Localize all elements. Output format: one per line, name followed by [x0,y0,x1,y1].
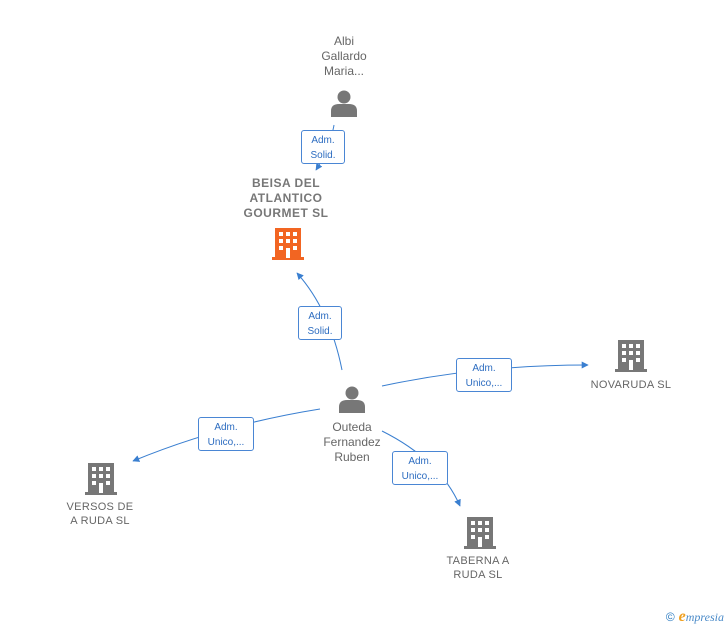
edge-label-role: Adm. [214,422,238,433]
brand-logo: empresia [678,608,724,625]
edge-label-role-detail: Unico,... [207,437,245,448]
edge-label-role-detail: Unico,... [401,471,439,482]
edge-label-role-detail: Unico,... [465,378,503,389]
edge-label-role-detail: Solid. [307,326,333,337]
edge-label-role: Adm. [308,311,332,322]
edge-label-outeda-versos[interactable]: Adm. Unico,... [198,417,254,451]
edge-label-outeda-beisa[interactable]: Adm. Solid. [298,306,342,340]
edge-label-role: Adm. [472,363,496,374]
edge-label-role-detail: Solid. [310,150,336,161]
edge-label-role: Adm. [311,135,335,146]
edge-label-role: Adm. [408,456,432,467]
edge-label-albi-beisa[interactable]: Adm. Solid. [301,130,345,164]
building-icon[interactable] [464,517,496,549]
node-label-versos[interactable]: VERSOS DE A RUDA SL [66,501,134,527]
node-label-beisa[interactable]: BEISA DEL ATLANTICO GOURMET SL [243,176,329,220]
node-label-taberna[interactable]: TABERNA A RUDA SL [446,555,510,581]
edge-label-outeda-novaruda[interactable]: Adm. Unico,... [456,358,512,392]
person-icon[interactable] [331,90,357,118]
person-icon[interactable] [339,386,365,414]
building-icon[interactable] [615,340,647,372]
node-label-outeda[interactable]: Outeda Fernandez Ruben [323,420,381,464]
brand-footer[interactable]: © empresia [666,608,724,626]
node-label-albi[interactable]: Albi Gallardo Maria... [321,34,367,78]
node-label-novaruda[interactable]: NOVARUDA SL [590,379,672,391]
edge-label-outeda-taberna[interactable]: Adm. Unico,... [392,451,448,485]
copyright-symbol: © [665,610,675,624]
building-icon[interactable] [85,463,117,495]
building-icon[interactable] [272,228,304,260]
